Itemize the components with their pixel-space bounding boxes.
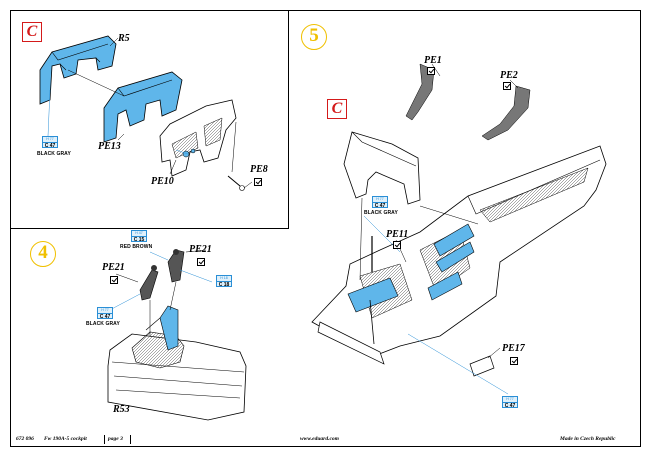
paint-chip-top: H 77 [98,308,112,314]
paint-chip-c47-step5: H 77 C 47 [372,196,388,209]
paint-name-red-brown: RED BROWN [120,244,153,250]
pe2-checkbox[interactable] [503,82,511,90]
footer-doc-id: 672 096 [16,436,34,442]
paint-chip-top: H 77 [43,137,57,143]
sub-step-c-badge: C [22,22,42,42]
pe21-right-checkbox[interactable] [197,258,205,266]
footer-made-in: Made in Czech Republic [560,436,616,442]
paint-code: C 47 [99,314,111,320]
paint-code: C 47 [374,203,386,209]
sub-step-c-frame [10,10,289,229]
pe8-checkbox[interactable] [254,178,262,186]
part-r5-drawing [39,35,117,105]
part-pe21-label-left: PE21 [102,262,125,273]
paint-chip-c47: H 77 C 47 [42,136,58,149]
pe1-checkbox[interactable] [427,67,435,75]
step-5-c-badge: C [327,99,347,119]
step-5-number: 5 [301,24,327,50]
footer-separator [104,435,105,444]
footer-url: www.eduard.com [300,436,339,442]
footer-page: page 3 [108,436,123,442]
paint-chip-c15: H 47 C 15 [131,230,147,243]
paint-code: C 47 [44,143,56,149]
part-pe1-label: PE1 [424,55,442,66]
paint-code: C 15 [133,237,145,243]
pe11-checkbox[interactable] [393,241,401,249]
part-pe17-label: PE17 [502,343,525,354]
paint-chip-c18: H 18 C 18 [216,275,232,288]
paint-chip-c47-step5-b: H 77 C 47 [502,396,518,409]
paint-name-black-gray: BLACK GRAY [364,210,398,216]
paint-chip-top: H 77 [373,197,387,203]
part-pe21-label-right: PE21 [189,244,212,255]
pe21-left-checkbox[interactable] [110,276,118,284]
part-pe10-drawing [159,99,245,191]
paint-code: C 47 [504,403,516,409]
step-4-number: 4 [30,241,56,267]
paint-chip-top: H 47 [132,231,146,237]
part-pe13-label: PE13 [98,141,121,152]
paint-name-black-gray: BLACK GRAY [86,321,120,327]
step-5-cockpit-drawing [311,63,607,377]
paint-name-black-gray: BLACK GRAY [37,151,71,157]
footer-title: Fw 190A-5 cockpit [44,436,87,442]
paint-chip-top: H 18 [217,276,231,282]
paint-code: C 18 [218,282,230,288]
part-pe8-label: PE8 [250,164,268,175]
footer-separator [130,435,131,444]
pe17-checkbox[interactable] [510,357,518,365]
part-pe10-label: PE10 [151,176,174,187]
part-pe11-label: PE11 [386,229,409,240]
paint-chip-top: H 77 [503,397,517,403]
part-r5-label: R5 [118,33,130,44]
part-r53-label: R53 [113,404,130,415]
paint-chip-c47-step4: H 77 C 47 [97,307,113,320]
part-pe2-label: PE2 [500,70,518,81]
step-4-assembly-drawing [107,249,247,421]
